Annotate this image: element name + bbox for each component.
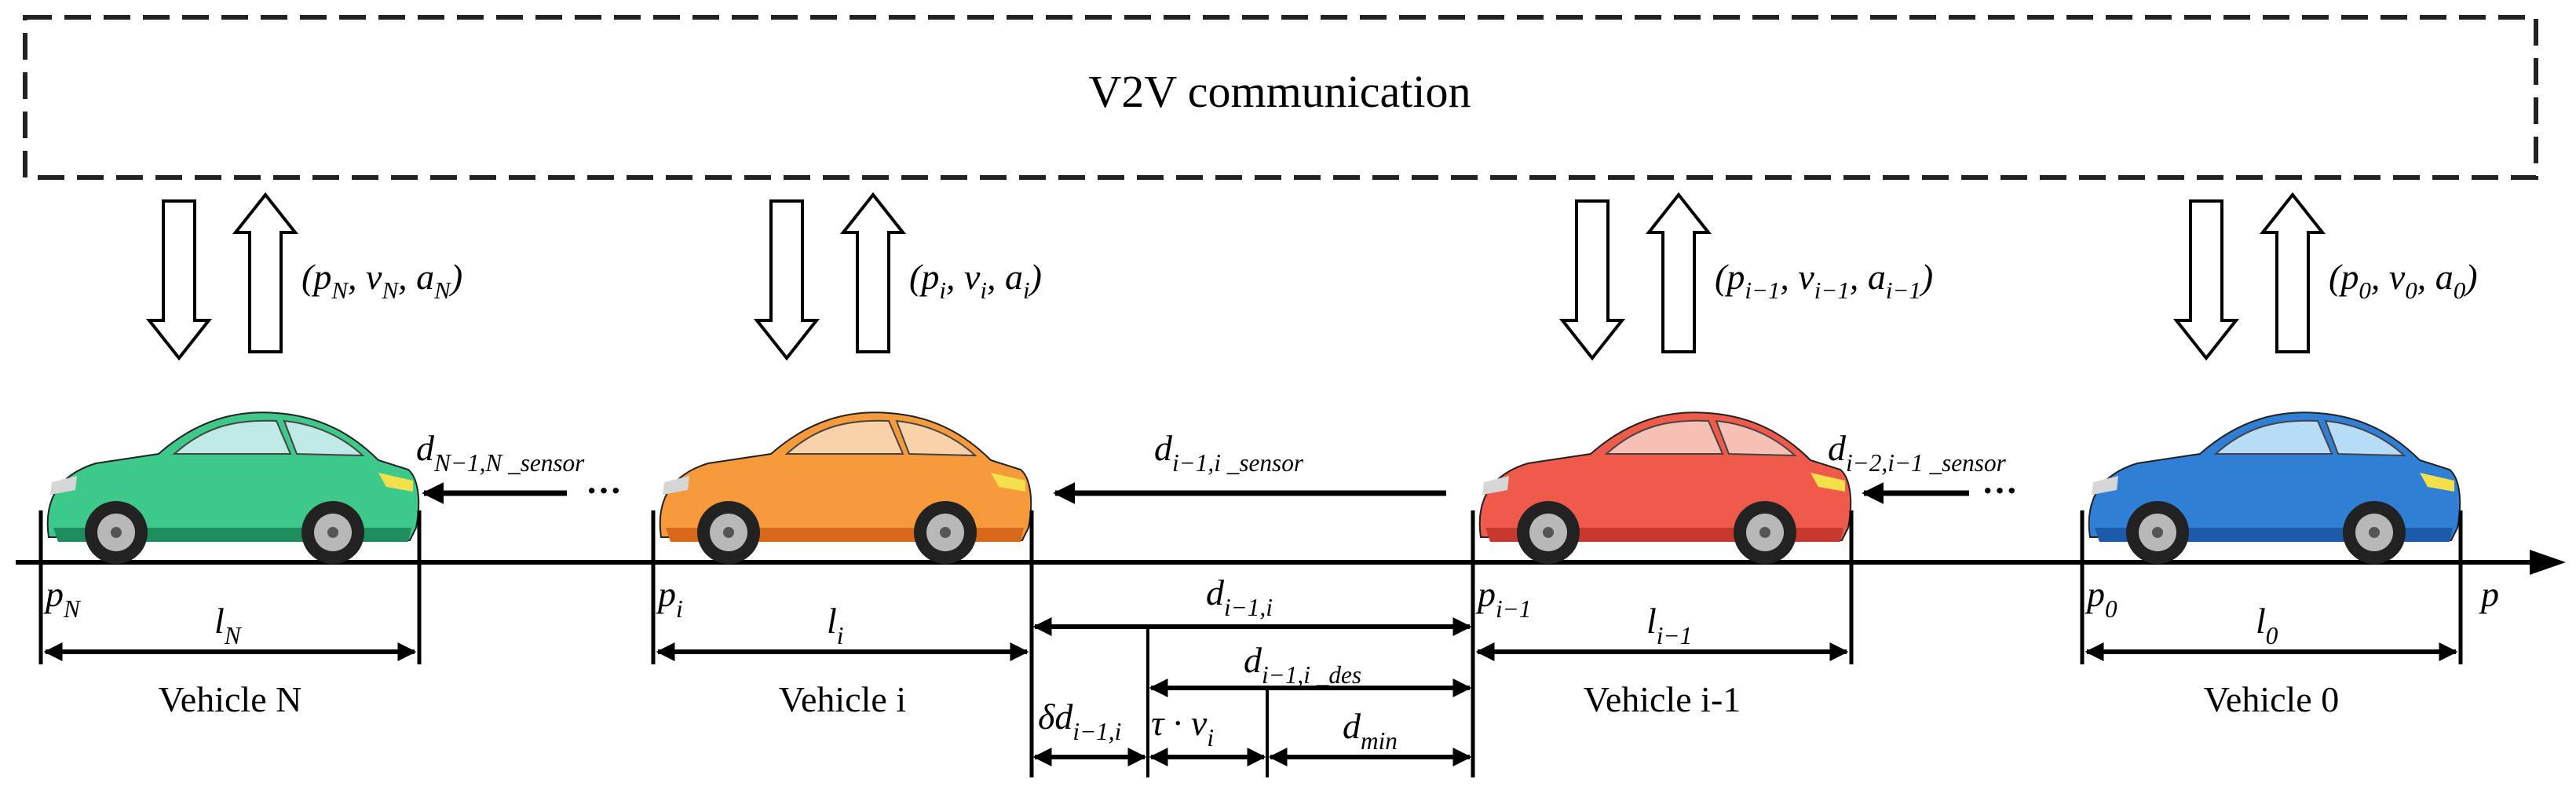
car-window-front: [1604, 419, 1724, 455]
taillight: [1482, 476, 1509, 495]
car-i-1: [1478, 411, 1852, 564]
taillight: [50, 476, 77, 495]
headlight: [2420, 473, 2454, 492]
delta-gap-label: δdi−1,i: [1038, 697, 1121, 745]
length-label: li−1: [1646, 601, 1692, 649]
wheel-hub: [940, 527, 951, 538]
wheel-hub: [2152, 527, 2163, 538]
wheel-hub: [1543, 527, 1554, 538]
uplink-arrow: [839, 192, 907, 353]
wheel-hub: [723, 527, 734, 538]
car-0: [2088, 411, 2461, 564]
car-window-front: [784, 419, 904, 455]
headlight: [1811, 473, 1845, 492]
wheel-hub: [2369, 527, 2380, 538]
car-window-rear: [283, 419, 365, 457]
sensor-label: dN−1,N _sensor: [416, 428, 585, 477]
downlink-arrow: [2172, 199, 2240, 361]
vehicle-name: Vehicle 0: [2204, 679, 2339, 719]
headlight: [378, 473, 413, 492]
car-window-front: [172, 419, 292, 455]
position-label: p0: [2085, 574, 2117, 623]
car-window-rear: [1715, 419, 1797, 457]
position-label: pi−1: [1475, 574, 1531, 623]
uplink-arrow: [1645, 192, 1712, 353]
sensor-label: di−2,i−1 _sensor: [1828, 428, 2007, 477]
sensor-label: di−1,i _sensor: [1154, 428, 1304, 477]
vehicle-state-label: (p0, v0, a0): [2329, 257, 2478, 304]
vehicle-state-label: (pi−1, vi−1, ai−1): [1715, 257, 1933, 304]
downlink-arrow: [145, 199, 213, 361]
downlink-arrow: [753, 199, 820, 361]
dmin-gap-label: dmin: [1343, 706, 1398, 755]
position-label: pi: [656, 574, 683, 623]
length-label: li: [827, 601, 843, 649]
wheel-hub: [111, 527, 122, 538]
taillight: [2092, 476, 2118, 495]
vehicle-name: Vehicle i-1: [1584, 679, 1741, 719]
length-label: lN: [214, 601, 243, 649]
car-window-rear: [2324, 419, 2406, 457]
ellipsis: ···: [586, 470, 622, 510]
axis-label: p: [2479, 574, 2499, 614]
road-axis-arrowhead: [2530, 550, 2566, 575]
car-window-rear: [895, 419, 977, 457]
tau-gap-label: τ · vi: [1151, 703, 1214, 752]
car-window-front: [2213, 419, 2333, 455]
wheel-hub: [327, 527, 338, 538]
vehicle-name: Vehicle N: [159, 679, 302, 719]
desired-gap-label: di−1,i _des: [1244, 640, 1361, 689]
car-i: [659, 411, 1032, 564]
taillight: [663, 476, 689, 495]
wheel-hub: [1759, 527, 1770, 538]
vehicle-state-label: (pN, vN, aN): [301, 257, 462, 304]
uplink-arrow: [232, 192, 299, 353]
total-gap-label: di−1,i: [1206, 572, 1273, 621]
vehicle-state-label: (pi, vi, ai): [909, 257, 1042, 304]
v2v-box: [23, 15, 2538, 180]
ellipsis: ···: [1982, 470, 2018, 510]
headlight: [991, 473, 1025, 492]
v2v-label: V2V communication: [1088, 66, 1471, 117]
uplink-arrow: [2259, 192, 2326, 353]
downlink-arrow: [1558, 199, 1626, 361]
position-label: pN: [43, 574, 82, 623]
car-N: [46, 411, 420, 564]
vehicle-name: Vehicle i: [779, 679, 906, 719]
length-label: l0: [2256, 601, 2278, 649]
